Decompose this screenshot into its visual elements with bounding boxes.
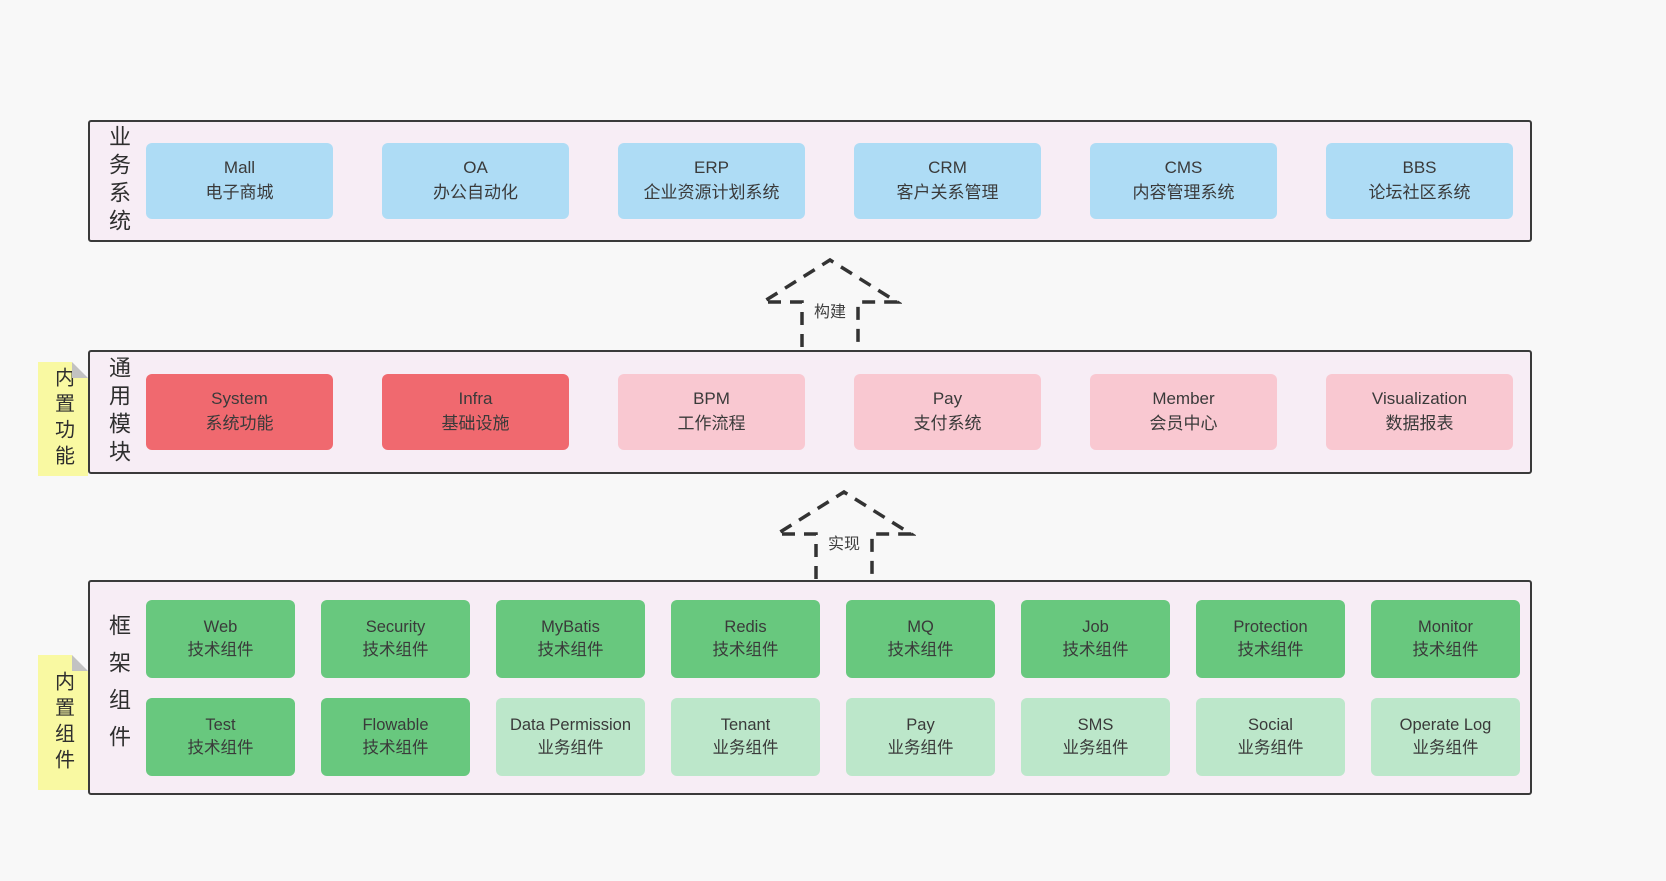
folded-corner-icon [72, 362, 88, 378]
layer-label-components: 框架组件 [106, 613, 131, 762]
folded-corner-icon [72, 655, 88, 671]
note-label: 内置功能 [51, 367, 74, 471]
note-label: 内置组件 [51, 670, 74, 775]
layer-label-modules: 通用模块 [106, 356, 131, 468]
arrow-build-label: 构建 [810, 298, 850, 322]
layer-label-business: 业务系统 [106, 125, 131, 237]
dashed-up-arrow-icon [758, 257, 902, 347]
sticky-note-built-in-components: 内置组件 [38, 655, 88, 790]
arrow-build: 构建 [758, 255, 902, 347]
sticky-note-built-in-features: 内置功能 [38, 362, 88, 476]
dashed-up-arrow-icon [772, 489, 916, 579]
arrow-implement-label: 实现 [824, 530, 864, 554]
arrow-implement: 实现 [772, 487, 916, 579]
